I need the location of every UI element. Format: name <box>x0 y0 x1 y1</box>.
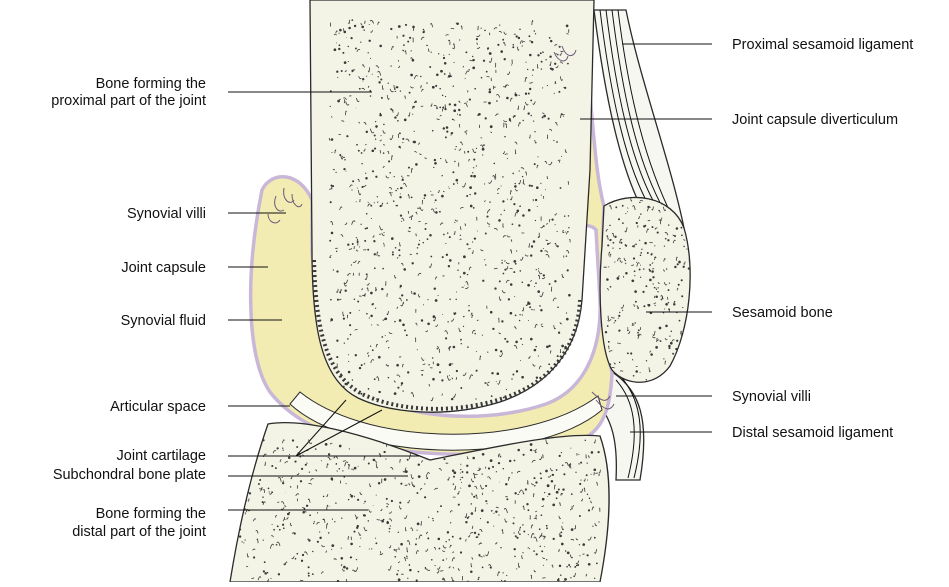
label-joint-cartilage: Joint cartilage <box>117 448 206 464</box>
label-proximal-sesamoid-ligament: Proximal sesamoid ligament <box>732 37 913 53</box>
left-labels: Bone forming the proximal part of the jo… <box>51 76 206 540</box>
label-bone-proximal-1: Bone forming the <box>96 76 206 92</box>
label-articular-space: Articular space <box>110 399 206 415</box>
label-synovial-villi-right: Synovial villi <box>732 389 811 405</box>
label-joint-capsule: Joint capsule <box>121 260 206 276</box>
label-distal-sesamoid-ligament: Distal sesamoid ligament <box>732 425 893 441</box>
label-subchondral-plate: Subchondral bone plate <box>53 467 206 483</box>
label-synovial-villi-left: Synovial villi <box>127 206 206 222</box>
label-synovial-fluid: Synovial fluid <box>121 313 206 329</box>
label-bone-proximal-2: proximal part of the joint <box>51 93 206 109</box>
sesamoid-bone <box>600 197 690 382</box>
label-sesamoid-bone: Sesamoid bone <box>732 305 833 321</box>
proximal-bone-shape <box>310 0 594 412</box>
proximal-bone <box>310 0 594 412</box>
label-joint-capsule-diverticulum: Joint capsule diverticulum <box>732 112 898 128</box>
right-labels: Proximal sesamoid ligament Joint capsule… <box>732 37 913 441</box>
label-bone-distal-2: distal part of the joint <box>72 524 206 540</box>
label-bone-distal-1: Bone forming the <box>96 506 206 522</box>
